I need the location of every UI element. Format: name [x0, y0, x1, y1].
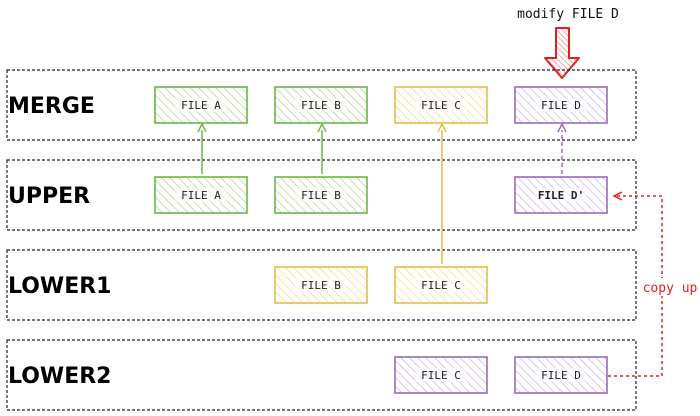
arrow-lower1-c-to-merge-c — [437, 122, 447, 264]
file-box-upper-file-b: FILE B — [274, 176, 368, 214]
file-label: FILE B — [301, 279, 341, 292]
layer-box-upper — [6, 159, 637, 231]
file-box-lower2-file-d: FILE D — [514, 356, 608, 394]
layer-label-lower2: LOWER2 — [8, 364, 111, 389]
arrow-upper-a-to-merge-a — [197, 122, 207, 174]
file-label: FILE A — [181, 189, 221, 202]
copy-up-label-bg — [645, 278, 697, 296]
file-label: FILE A — [181, 99, 221, 112]
file-label: FILE D' — [538, 189, 584, 202]
file-box-lower1-file-c: FILE C — [394, 266, 488, 304]
file-box-merge-file-c: FILE C — [394, 86, 488, 124]
file-box-merge-file-a: FILE A — [154, 86, 248, 124]
file-label: FILE D — [541, 369, 581, 382]
copy-up-label: copy up — [643, 281, 698, 296]
file-box-merge-file-b: FILE B — [274, 86, 368, 124]
modify-arrow-icon — [544, 27, 580, 79]
file-box-upper-file-a: FILE A — [154, 176, 248, 214]
layer-label-upper: UPPER — [8, 184, 90, 209]
arrow-upper-d-to-merge-d — [557, 122, 567, 174]
layer-label-lower1: LOWER1 — [8, 274, 111, 299]
file-box-lower2-file-c: FILE C — [394, 356, 488, 394]
file-label: FILE B — [301, 189, 341, 202]
layer-box-merge — [6, 69, 637, 141]
layer-label-merge: MERGE — [8, 94, 95, 119]
file-label: FILE C — [421, 99, 461, 112]
file-box-lower1-file-b: FILE B — [274, 266, 368, 304]
modify-title: modify FILE D — [517, 7, 619, 22]
file-label: FILE B — [301, 99, 341, 112]
file-box-upper-file-d: FILE D' — [514, 176, 608, 214]
file-box-merge-file-d: FILE D — [514, 86, 608, 124]
layer-box-lower1 — [6, 249, 637, 321]
file-label: FILE C — [421, 279, 461, 292]
file-label: FILE D — [541, 99, 581, 112]
layer-box-lower2 — [6, 339, 637, 411]
arrow-upper-b-to-merge-b — [317, 122, 327, 174]
file-label: FILE C — [421, 369, 461, 382]
